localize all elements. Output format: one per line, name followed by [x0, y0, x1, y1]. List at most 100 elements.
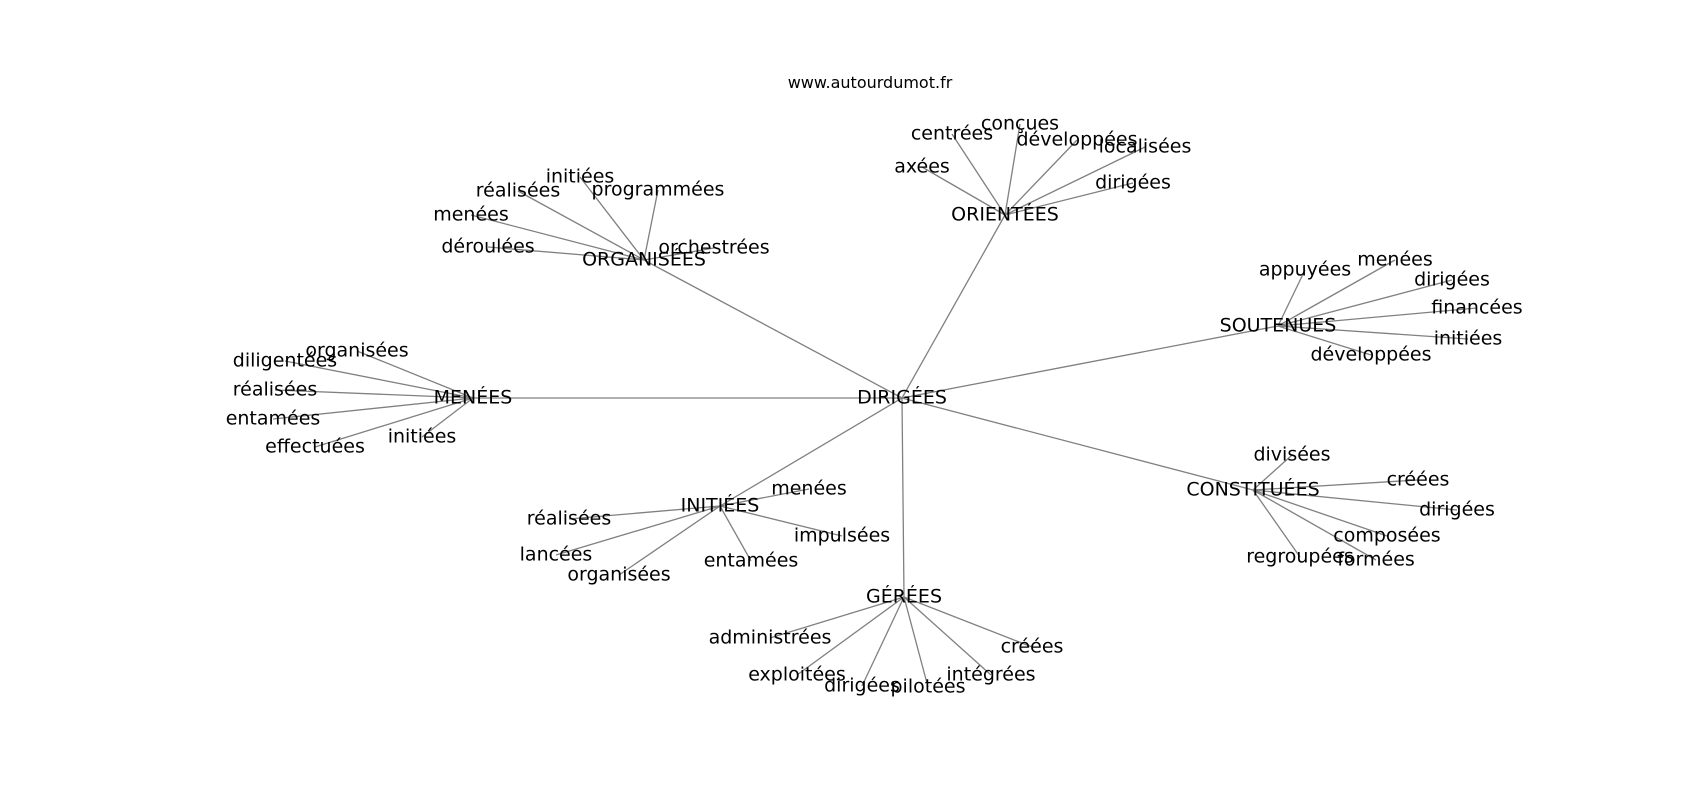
leaf-node-label: formées	[1337, 549, 1415, 571]
edge-h7-1	[769, 596, 905, 639]
leaf-node-label: réalisées	[233, 379, 317, 401]
edge-h3-5	[1277, 325, 1469, 340]
leaf-node-label: menées	[433, 204, 509, 226]
hub-node-label: MENÉES	[434, 386, 513, 409]
edge-h3-3	[1277, 279, 1453, 327]
leaf-node-label: effectuées	[265, 436, 365, 458]
edge-h6-1	[1252, 454, 1293, 491]
edge-h2-4	[470, 214, 645, 261]
edge-h4-4	[272, 397, 474, 420]
edge-h5-4	[555, 505, 721, 556]
edge-h3-4	[1277, 307, 1478, 327]
leaf-node-label: initiées	[1434, 328, 1503, 350]
edge-h1-3	[1004, 123, 1021, 216]
leaf-node-label: appuyées	[1259, 259, 1351, 281]
leaf-node-label: exploitées	[748, 664, 846, 686]
edge-h1-5	[1004, 146, 1146, 216]
leaf-node-label: initiées	[546, 166, 615, 188]
edge-h5-6	[618, 505, 721, 576]
edge-h3-1	[1277, 269, 1306, 327]
hub-node-label: SOUTENUES	[1220, 315, 1337, 337]
leaf-node-label: dirigées	[1095, 172, 1171, 194]
leaf-node-label: développées	[1311, 344, 1432, 366]
leaf-node-label: localisées	[1099, 136, 1192, 158]
leaf-node-label: réalisées	[527, 508, 611, 530]
edge-h2-3	[643, 189, 659, 261]
hub-node-label: CONSTITUÉES	[1186, 478, 1319, 501]
edge-center-h3	[901, 325, 1279, 399]
edge-center-h2	[643, 259, 903, 399]
edge-h1-6	[1004, 182, 1134, 216]
watermark: www.autourdumot.fr	[788, 73, 953, 92]
leaf-node-label: entamées	[704, 550, 799, 572]
edge-h7-5	[861, 596, 905, 687]
edge-h1-1	[921, 166, 1006, 216]
edge-h7-4	[903, 596, 992, 676]
edge-h5-1	[719, 488, 810, 507]
hub-node-label: GÉRÉES	[866, 585, 942, 608]
edge-h2-6	[643, 247, 715, 261]
edge-center-h1	[901, 214, 1006, 399]
leaf-node-label: créées	[1387, 469, 1450, 491]
leaf-node-label: composées	[1333, 525, 1440, 547]
edge-h2-2	[517, 190, 645, 261]
edge-h6-5	[1252, 489, 1301, 558]
leaf-node-label: administrées	[709, 627, 832, 649]
hub-node-label: ORGANISÉES	[582, 248, 706, 271]
edge-h4-2	[284, 360, 474, 399]
leaf-node-label: conçues	[981, 113, 1059, 135]
edge-h1-2	[951, 133, 1006, 216]
leaf-node-label: centrées	[911, 123, 993, 145]
leaf-node-label: dirigées	[1414, 269, 1490, 291]
leaf-node-label: développées	[1017, 129, 1138, 151]
leaf-node-label: pilotées	[891, 676, 966, 698]
edge-center-h5	[719, 397, 903, 507]
graph-labels: DIRIGÉES ORIENTÉES ORGANISÉES SOUTENUES MENÉ…	[226, 113, 1523, 698]
edge-h5-3	[719, 505, 843, 537]
leaf-node-label: regroupées	[1246, 546, 1354, 568]
leaf-node-label: financées	[1431, 297, 1522, 319]
edge-h4-3	[274, 389, 474, 399]
edge-h6-6	[1252, 489, 1377, 561]
edge-h3-2	[1277, 259, 1396, 327]
graph-edges	[272, 123, 1478, 688]
leaf-node-label: initiées	[388, 426, 457, 448]
edge-h5-2	[568, 505, 721, 520]
leaf-node-label: orchestrées	[658, 237, 769, 259]
leaf-node-label: lancées	[520, 544, 593, 566]
edge-h6-4	[1252, 489, 1388, 537]
leaf-node-label: créées	[1001, 636, 1064, 658]
leaf-node-label: diligentées	[233, 350, 337, 372]
edge-h2-1	[579, 176, 645, 261]
edge-h3-6	[1277, 325, 1372, 356]
leaf-node-label: programmées	[592, 179, 725, 201]
leaf-node-label: axées	[894, 156, 950, 178]
edge-h7-6	[903, 596, 929, 688]
edge-center-h7	[901, 397, 905, 598]
leaf-node-label: impulsées	[794, 525, 890, 547]
edge-h4-6	[421, 397, 474, 438]
leaf-node-label: menées	[771, 478, 847, 500]
edge-h6-3	[1252, 489, 1458, 511]
edge-h5-5	[719, 505, 752, 562]
leaf-node-label: déroulées	[441, 236, 534, 258]
hub-node-label: INITIÉES	[681, 494, 760, 517]
hub-node-label: ORIENTÉES	[951, 203, 1059, 226]
leaf-node-label: dirigées	[1419, 499, 1495, 521]
leaf-node-label: menées	[1357, 249, 1433, 271]
leaf-node-label: intégrées	[946, 664, 1035, 686]
leaf-node-label: organisées	[305, 340, 408, 362]
edge-h7-3	[796, 596, 905, 676]
leaf-node-label: entamées	[226, 408, 321, 430]
leaf-node-label: dirigées	[824, 675, 900, 697]
edge-h2-5	[487, 246, 645, 261]
leaf-node-label: réalisées	[476, 180, 560, 202]
edge-h7-2	[903, 596, 1033, 648]
edge-h4-5	[314, 397, 474, 448]
center-node-label: DIRIGÉES	[857, 386, 947, 409]
edge-h1-4	[1004, 139, 1078, 216]
edge-h4-1	[356, 350, 474, 399]
edge-center-h6	[901, 397, 1254, 491]
leaf-node-label: divisées	[1253, 444, 1330, 466]
